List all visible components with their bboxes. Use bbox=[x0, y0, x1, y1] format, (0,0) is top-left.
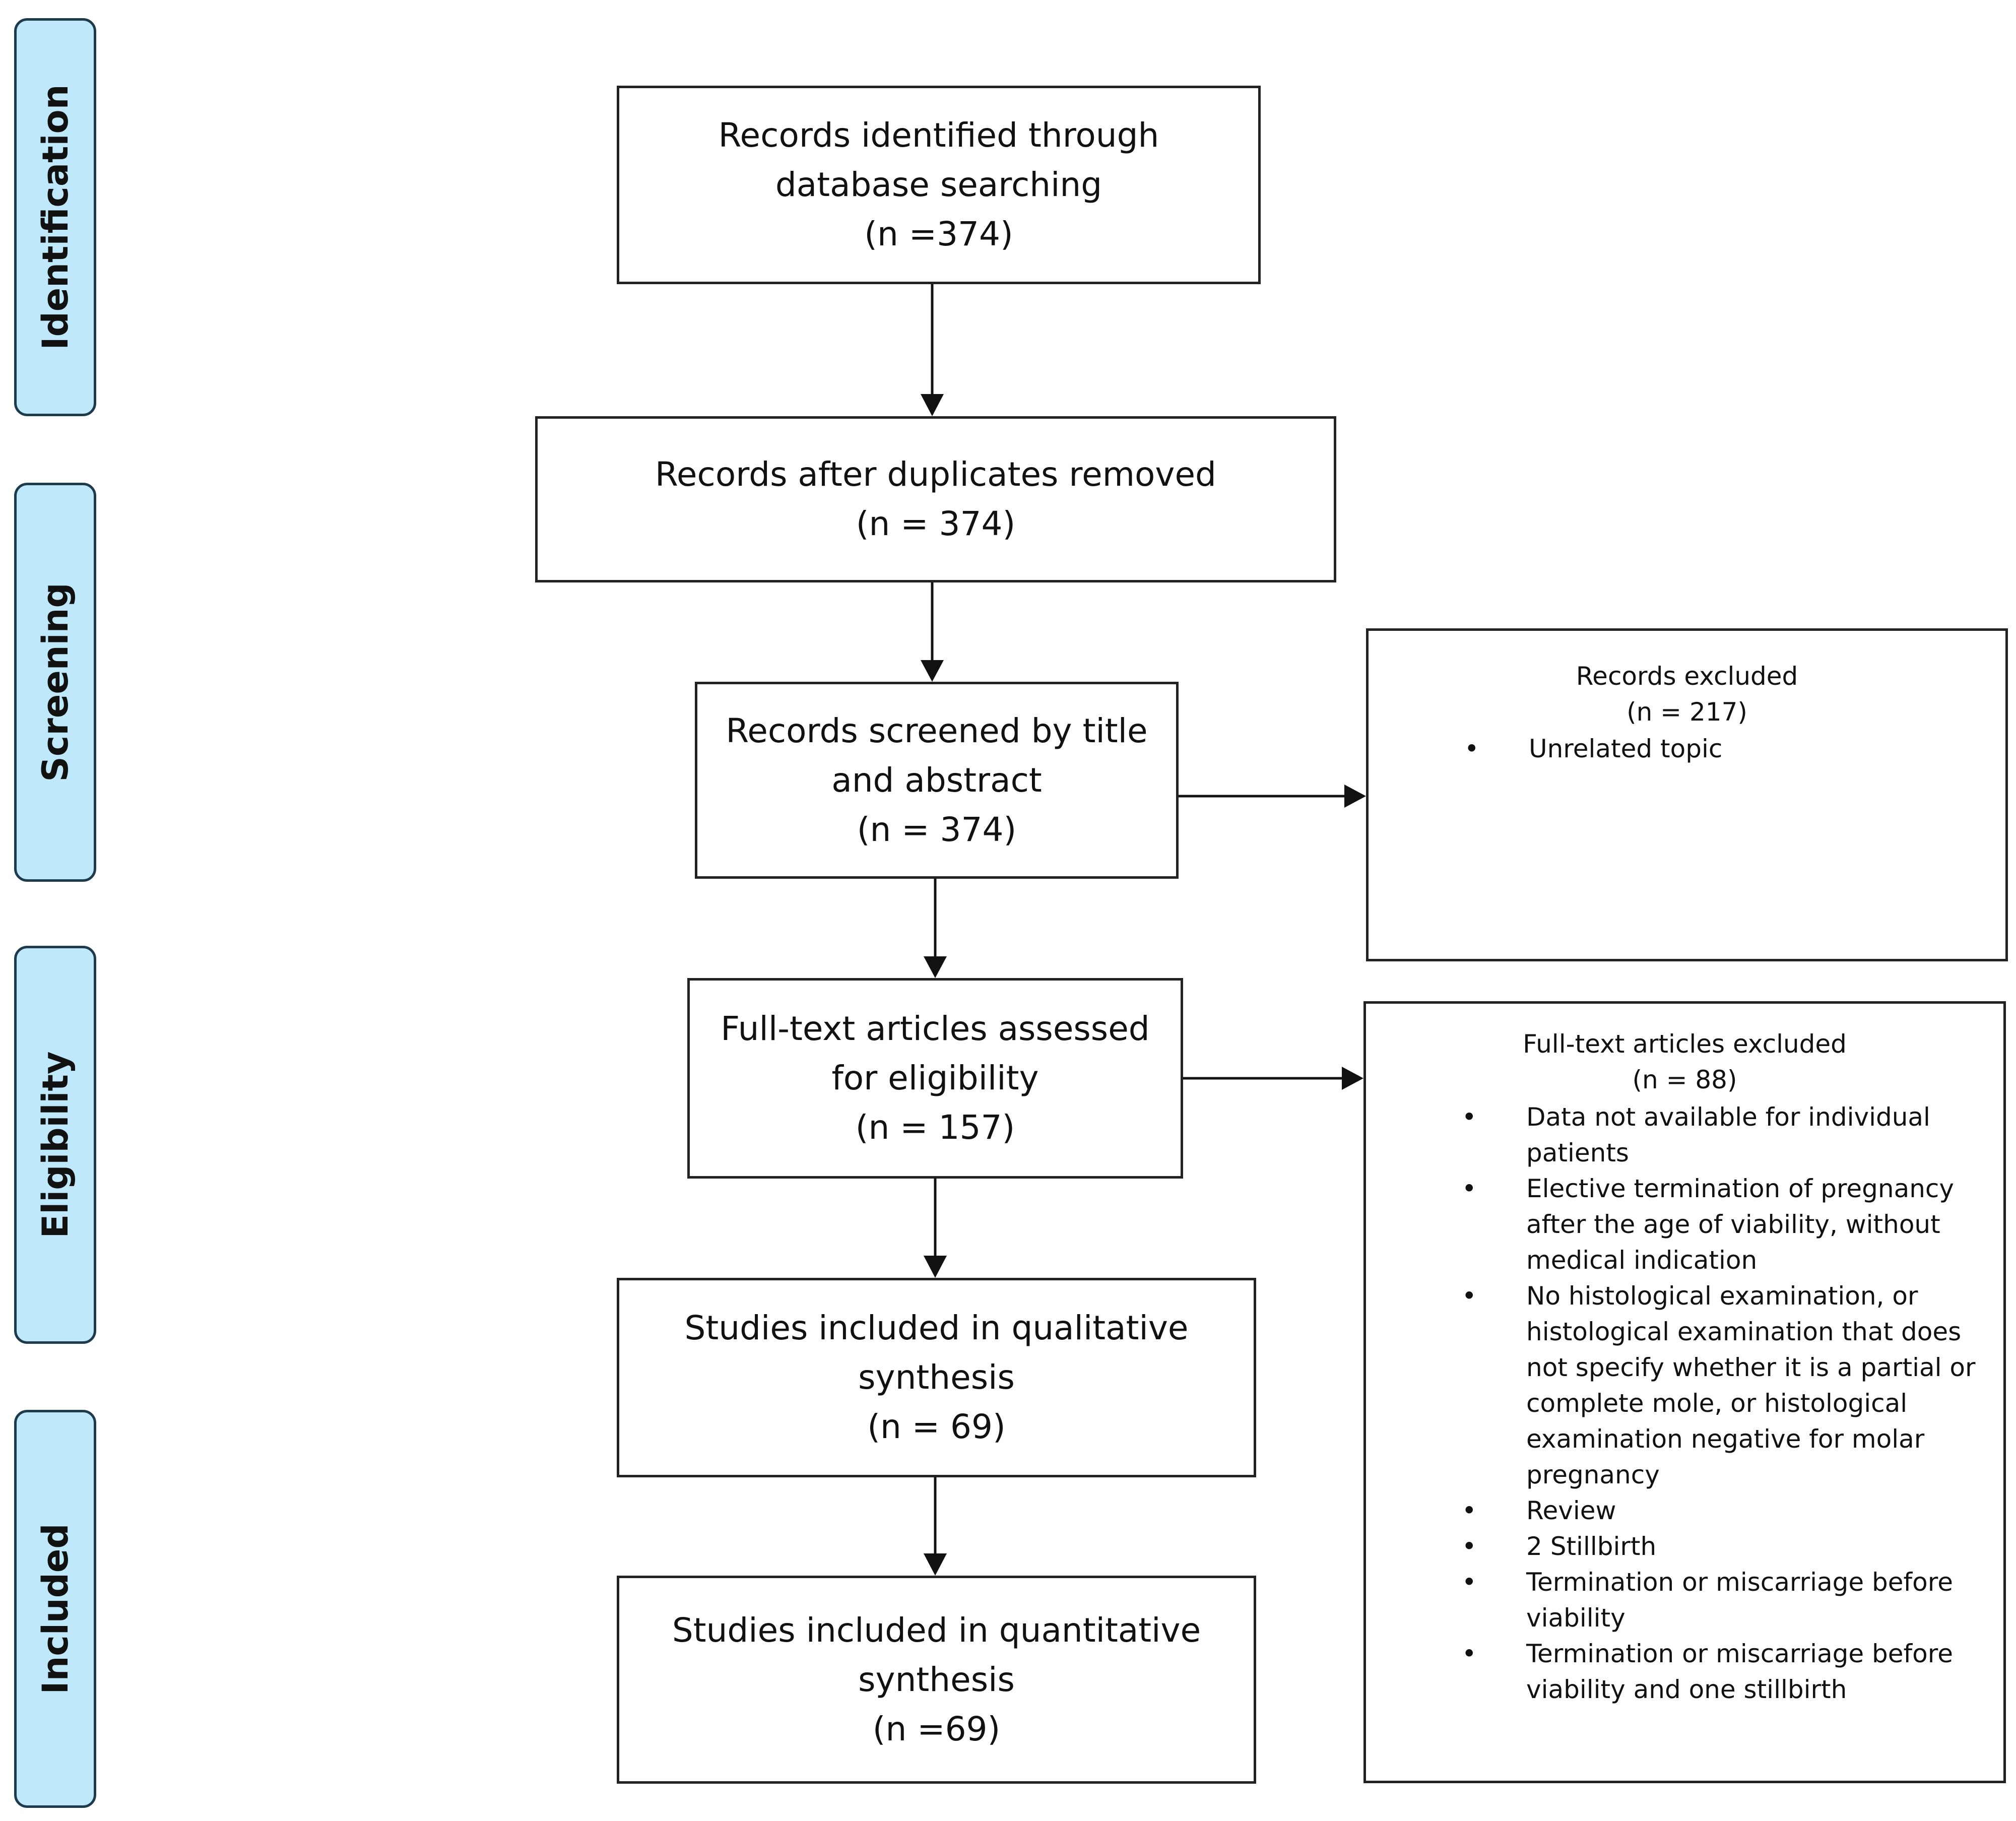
records-identified-line1: Records identified through bbox=[718, 116, 1159, 155]
records-identified-line2: database searching bbox=[775, 165, 1102, 204]
records-deduplicated-line1: Records after duplicates removed bbox=[655, 455, 1216, 494]
arrowhead-deduplicated-to-screened bbox=[921, 660, 944, 682]
fulltext-excluded-reason: Termination or miscarriage before viabil… bbox=[1366, 1565, 1983, 1636]
arrowhead-screened-to-fulltext bbox=[924, 956, 947, 978]
fulltext-assessed-line2: for eligibility bbox=[831, 1059, 1039, 1097]
fulltext-assessed-box: Full-text articles assessed for eligibil… bbox=[687, 978, 1183, 1179]
fulltext-excluded-count: (n = 88) bbox=[1632, 1065, 1737, 1094]
qualitative-synthesis-count: (n = 69) bbox=[867, 1407, 1006, 1446]
phase-included: Included bbox=[14, 1410, 96, 1808]
records-screened-box: Records screened by title and abstract (… bbox=[695, 682, 1179, 879]
arrowhead-qualitative-to-quantitative bbox=[924, 1553, 947, 1576]
quantitative-synthesis-line1: Studies included in quantitative bbox=[672, 1610, 1201, 1650]
quantitative-synthesis-line2: synthesis bbox=[858, 1660, 1015, 1699]
records-excluded-count: (n = 217) bbox=[1627, 697, 1747, 727]
fulltext-excluded-reason: No histological examination, or histolog… bbox=[1366, 1278, 1983, 1493]
fulltext-assessed-count: (n = 157) bbox=[855, 1108, 1015, 1147]
quantitative-synthesis-box: Studies included in quantitative synthes… bbox=[617, 1576, 1256, 1784]
fulltext-assessed-line1: Full-text articles assessed bbox=[721, 1009, 1150, 1048]
phase-eligibility: Eligibility bbox=[14, 946, 96, 1344]
records-identified-box: Records identified through database sear… bbox=[617, 86, 1261, 284]
arrowhead-fulltext-to-excluded bbox=[1342, 1067, 1363, 1090]
arrowhead-fulltext-to-qualitative bbox=[924, 1256, 947, 1278]
records-screened-line1: Records screened by title bbox=[726, 711, 1148, 750]
fulltext-excluded-title: Full-text articles excluded bbox=[1523, 1029, 1847, 1059]
records-deduplicated-count: (n = 374) bbox=[856, 504, 1016, 543]
fulltext-excluded-reasons: Data not available for individual patien… bbox=[1366, 1099, 1983, 1708]
fulltext-excluded-reason: Elective termination of pregnancy after … bbox=[1366, 1171, 1983, 1278]
records-deduplicated-box: Records after duplicates removed (n = 37… bbox=[535, 416, 1336, 582]
phase-screening: Screening bbox=[14, 483, 96, 882]
records-excluded-reasons: Unrelated topic bbox=[1369, 731, 1985, 767]
records-excluded-reason: Unrelated topic bbox=[1369, 731, 1985, 767]
fulltext-excluded-reason: Review bbox=[1366, 1493, 1983, 1529]
fulltext-excluded-reason: Termination or miscarriage before viabil… bbox=[1366, 1636, 1983, 1708]
qualitative-synthesis-line1: Studies included in qualitative bbox=[684, 1309, 1189, 1347]
qualitative-synthesis-box: Studies included in qualitative synthesi… bbox=[617, 1278, 1256, 1477]
fulltext-excluded-reason: Data not available for individual patien… bbox=[1366, 1099, 1983, 1171]
records-identified-count: (n =374) bbox=[864, 215, 1013, 253]
fulltext-excluded-box: Full-text articles excluded (n = 88) Dat… bbox=[1363, 1001, 2006, 1783]
quantitative-synthesis-count: (n =69) bbox=[872, 1709, 1001, 1748]
records-screened-line2: and abstract bbox=[831, 760, 1042, 800]
records-excluded-title: Records excluded bbox=[1576, 662, 1798, 691]
fulltext-excluded-reason: 2 Stillbirth bbox=[1366, 1529, 1983, 1565]
arrowhead-screened-to-excluded bbox=[1344, 785, 1366, 808]
records-excluded-box: Records excluded (n = 217) Unrelated top… bbox=[1366, 628, 2008, 961]
qualitative-synthesis-line2: synthesis bbox=[858, 1358, 1015, 1397]
records-screened-count: (n = 374) bbox=[857, 810, 1017, 849]
phase-identification: Identification bbox=[14, 18, 96, 416]
arrowhead-identified-to-deduplicated bbox=[921, 394, 944, 416]
